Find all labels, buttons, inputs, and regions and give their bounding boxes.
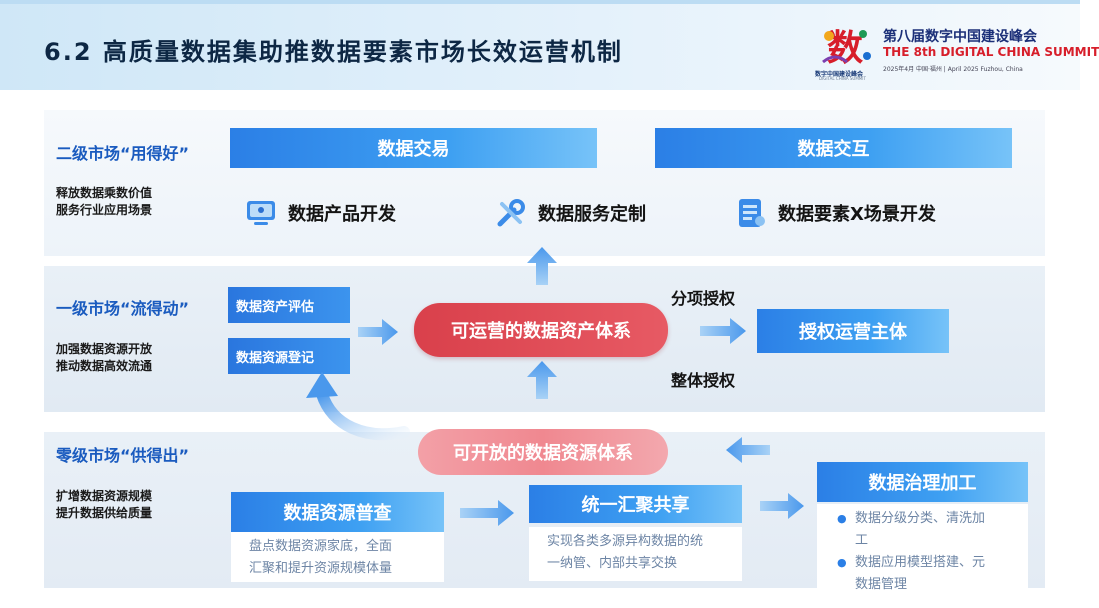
- card-body-line: 一纳管、内部共享交换: [547, 556, 678, 571]
- left-arrow-icon: [726, 437, 770, 463]
- document-icon: [734, 196, 768, 230]
- up-arrow-icon: [527, 247, 557, 285]
- logo-title-en: THE 8th DIGITAL CHINA SUMMIT: [883, 45, 1099, 59]
- tier1-subtitle: 加强数据资源开放 推动数据高效流通: [56, 341, 152, 375]
- governance-card-body: ● 数据分级分类、清洗加 工 ● 数据应用模型搭建、元 数据管理: [817, 504, 1028, 596]
- bullet-line: 工: [855, 533, 869, 548]
- tier0-subtitle-line: 扩增数据资源规模: [56, 489, 153, 503]
- item-label: 数据服务定制: [538, 204, 646, 225]
- bullet-item: ● 数据分级分类、清洗加 工: [837, 508, 1018, 552]
- header-band: [0, 0, 1080, 90]
- card-body-line: 盘点数据资源家底，全面: [249, 539, 393, 554]
- operable-asset-system-pill: 可运营的数据资产体系: [414, 303, 668, 357]
- tier2-subtitle-line: 释放数据乘数价值: [56, 186, 153, 200]
- tier0-subtitle: 扩增数据资源规模 提升数据供给质量: [56, 488, 152, 522]
- data-interaction-header: 数据交互: [655, 128, 1012, 168]
- bullet-item: ● 数据应用模型搭建、元 数据管理: [837, 552, 1018, 596]
- unified-sharing-card-body: 实现各类多源异构数据的统 一纳管、内部共享交换: [529, 527, 742, 581]
- bullet-line: 数据应用模型搭建、元: [855, 555, 986, 570]
- monitor-icon: [244, 196, 278, 230]
- bullet-dot-icon: ●: [837, 556, 847, 569]
- unified-sharing-card-title: 统一汇聚共享: [529, 485, 742, 523]
- data-element-scene-item: 数据要素X场景开发: [734, 196, 936, 230]
- tier2-subtitle-line: 服务行业应用场景: [56, 203, 153, 217]
- logo-caption-en: DIGITAL CHINA SUMMIT: [819, 76, 866, 81]
- resource-census-card-title: 数据资源普查: [231, 492, 444, 532]
- curved-return-arrow-icon: [306, 372, 410, 441]
- logo-date-line: 2025年4月 中国·福州 | April 2025 Fuzhou, China: [883, 66, 1023, 73]
- data-trading-header: 数据交易: [230, 128, 597, 168]
- tier0-subtitle-line: 提升数据供给质量: [56, 506, 153, 520]
- logo-title-cn: 第八届数字中国建设峰会: [883, 29, 1037, 45]
- summit-logo: 数 数字中国建设峰会 DIGITAL CHINA SUMMIT 第八届数字中国建…: [815, 22, 1099, 82]
- bullet-dot-icon: ●: [837, 512, 847, 525]
- right-arrow-icon: [460, 500, 514, 526]
- data-product-dev-item: 数据产品开发: [244, 196, 396, 230]
- right-arrow-icon: [358, 319, 398, 345]
- governance-card-title: 数据治理加工: [817, 462, 1028, 502]
- item-label: 数据要素X场景开发: [778, 204, 936, 225]
- resource-census-card-body: 盘点数据资源家底，全面 汇聚和提升资源规模体量: [231, 532, 444, 582]
- card-body-line: 实现各类多源异构数据的统: [547, 534, 704, 549]
- bullet-line: 数据分级分类、清洗加: [855, 511, 986, 526]
- tier1-title: 一级市场“流得动”: [56, 299, 190, 318]
- tier1-subtitle-line: 推动数据高效流通: [56, 359, 153, 373]
- tier2-subtitle: 释放数据乘数价值 服务行业应用场景: [56, 185, 152, 219]
- tier2-title: 二级市场“用得好”: [56, 144, 190, 163]
- resource-registration-tag: 数据资源登记: [228, 338, 350, 374]
- itemized-authorization-label: 分项授权: [671, 289, 736, 308]
- page-title: 6.2 高质量数据集助推数据要素市场长效运营机制: [44, 38, 623, 66]
- tools-icon: [494, 196, 528, 230]
- up-arrow-icon: [527, 361, 557, 399]
- item-label: 数据产品开发: [288, 204, 396, 225]
- card-body-line: 汇聚和提升资源规模体量: [249, 561, 393, 576]
- logo-caption-cn: 数字中国建设峰会: [815, 71, 864, 78]
- bullet-line: 数据管理: [855, 577, 908, 592]
- asset-evaluation-tag: 数据资产评估: [228, 287, 350, 323]
- header-accent-line: [0, 0, 1080, 4]
- tier0-title: 零级市场“供得出”: [56, 446, 190, 465]
- right-arrow-icon: [700, 318, 746, 344]
- summit-emblem-icon: 数: [822, 27, 871, 69]
- authorized-operator-box: 授权运营主体: [757, 309, 949, 353]
- openable-resource-system-pill: 可开放的数据资源体系: [418, 429, 668, 475]
- right-arrow-icon: [760, 493, 804, 519]
- tier1-subtitle-line: 加强数据资源开放: [56, 342, 153, 356]
- overall-authorization-label: 整体授权: [671, 371, 736, 390]
- data-service-custom-item: 数据服务定制: [494, 196, 646, 230]
